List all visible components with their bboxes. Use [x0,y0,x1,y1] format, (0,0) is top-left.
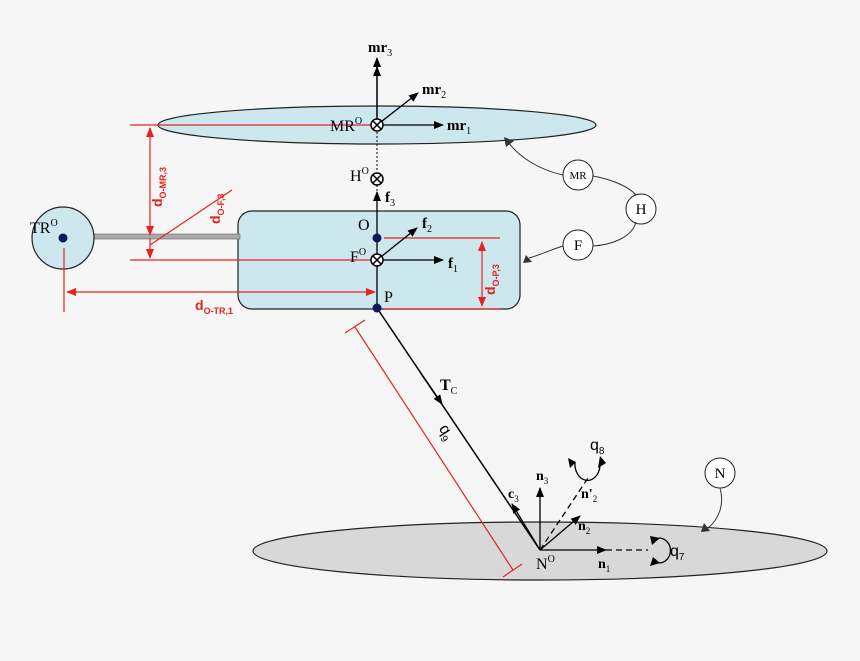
label-f1: f1 [448,256,458,275]
mr2-axis [376,92,419,126]
q7-arrowhead-2 [650,557,660,566]
point-o [372,233,382,243]
label-p: P [384,289,393,306]
n-callout-arrowhead [701,523,710,532]
q8-arrowhead [568,458,576,468]
label-ho: HO [350,166,369,185]
callout-text-h: H [636,202,647,218]
label-mro: MRO [330,116,362,135]
n2-prime-axis [539,477,589,551]
q7-arrowhead [650,536,660,545]
label-mr2: mr2 [422,82,446,101]
label-tro: TRO [30,218,58,237]
f2-axis [376,227,418,261]
callout-curves [507,141,723,529]
label-q7: q7 [670,543,685,563]
point-p [372,303,382,313]
cable-line [376,307,541,551]
label-q8: q8 [590,437,605,457]
label-d-o-p3: dO-P,3 [482,264,501,295]
hinge-points [370,118,384,267]
dimension-lines [63,124,523,578]
callout-text-n: N [715,466,726,482]
label-f3: f3 [385,190,395,209]
n2-axis [539,515,581,551]
label-n3: n3 [536,469,549,486]
label-n2-prime: n'2 [581,487,597,504]
point-tr [58,233,68,243]
callout-text-mr: MR [569,170,587,182]
label-mr1: mr1 [447,118,471,137]
label-d-o-mr3: dO-MR,3 [149,167,168,207]
f-callout-arrowhead [523,255,532,263]
h-callout [625,193,657,225]
label-fo: FO [350,247,366,266]
label-n2: n2 [578,519,590,536]
label-o: O [358,217,370,234]
label-q9: q9 [433,422,458,445]
tc-arrow [419,371,443,405]
label-n1: n1 [598,557,610,574]
q7-arc [658,537,672,564]
label-d-o-tr1: dO-TR,1 [195,297,233,316]
q8-arrowhead-2 [598,456,606,468]
callout-text-f: F [574,238,582,254]
label-c3: c3 [508,487,519,504]
label-tc: TC [440,377,458,397]
label-mr3: mr3 [368,40,392,59]
f-callout [562,229,594,261]
label-d-o-f3: dO-F,3 [207,193,226,224]
q8-arc [574,461,601,481]
label-f2: f2 [422,216,432,235]
mr-callout-arrowhead [504,137,514,147]
label-no: NO [536,554,555,573]
c3-arrow [511,503,541,551]
